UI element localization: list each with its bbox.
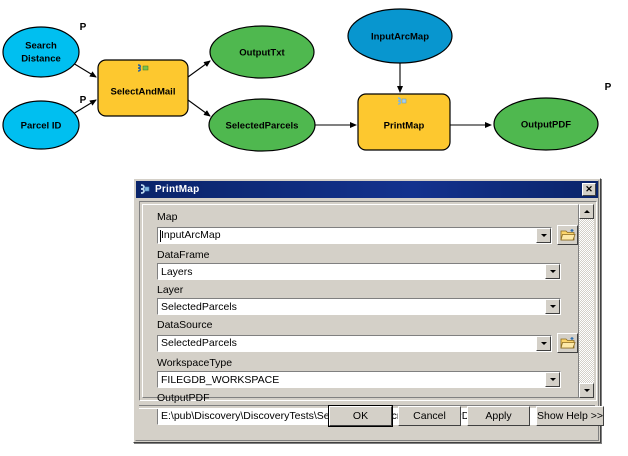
model-node-output-pdf[interactable]: OutputPDF P (493, 82, 612, 151)
ok-button[interactable]: OK (328, 405, 393, 427)
node-label-search-distance-line2: Distance (21, 54, 61, 65)
model-node-select-and-mail[interactable]: SelectAndMail (97, 59, 189, 117)
connector-selectandmail-to-outputtxt (187, 60, 211, 78)
field-controls-datasource: SelectedParcels (157, 333, 578, 353)
datasource-input[interactable]: SelectedParcels (157, 334, 552, 352)
model-node-output-txt[interactable]: OutputTxt (209, 25, 315, 79)
dialog-inner-frame: PrintMap ✕ Map InputArcMap (135, 180, 604, 441)
field-row-map: Map InputArcMap (157, 211, 578, 245)
node-label-output-pdf: OutputPDF (521, 120, 571, 131)
layer-dropdown-button[interactable] (545, 299, 560, 314)
connector-selectandmail-to-selectedparcels (187, 99, 211, 117)
close-icon[interactable]: ✕ (582, 183, 596, 196)
model-diagram-canvas[interactable]: Search Distance P Parcel ID P SelectAndM… (0, 0, 628, 178)
node-label-parcel-id: Parcel ID (21, 121, 62, 132)
script-tool-icon (397, 97, 407, 105)
field-controls-workspacetype: FILEGDB_WORKSPACE (157, 371, 578, 388)
script-tool-icon (138, 183, 151, 196)
parameter-marker-output-pdf: P (605, 82, 612, 93)
datasource-dropdown-button[interactable] (536, 335, 551, 351)
field-row-dataframe: DataFrame Layers (157, 249, 578, 280)
field-row-datasource: DataSource SelectedParcels (157, 319, 578, 353)
datasource-browse-button[interactable] (557, 333, 578, 353)
cancel-button[interactable]: Cancel (398, 406, 461, 426)
field-label-datasource: DataSource (157, 319, 213, 331)
dialog-scroll-pane: Map InputArcMap (139, 201, 597, 426)
field-row-workspacetype: WorkspaceType FILEGDB_WORKSPACE (157, 357, 578, 388)
field-label-workspacetype: WorkspaceType (157, 357, 233, 369)
dialog-title: PrintMap (155, 184, 200, 195)
dialog-button-bar: OK Cancel Apply Show Help >> (136, 401, 604, 437)
field-label-layer: Layer (157, 284, 184, 296)
layer-input[interactable]: SelectedParcels (157, 298, 561, 315)
script-tool-icon (137, 64, 149, 72)
workspacetype-input[interactable]: FILEGDB_WORKSPACE (157, 371, 561, 388)
field-controls-dataframe: Layers (157, 263, 578, 280)
printmap-dialog[interactable]: PrintMap ✕ Map InputArcMap (133, 178, 604, 443)
field-controls-map: InputArcMap (157, 225, 578, 245)
dialog-form: Map InputArcMap (142, 204, 579, 426)
node-label-output-txt: OutputTxt (239, 48, 285, 59)
field-label-map: Map (157, 211, 178, 223)
show-help-button[interactable]: Show Help >> (536, 406, 604, 426)
dialog-vertical-scrollbar[interactable] (579, 204, 594, 398)
map-browse-button[interactable] (557, 225, 578, 245)
node-label-select-and-mail: SelectAndMail (111, 87, 176, 98)
field-row-layer: Layer SelectedParcels (157, 284, 578, 315)
field-controls-layer: SelectedParcels (157, 298, 578, 315)
model-node-input-arcmap[interactable]: InputArcMap (347, 8, 453, 64)
parameter-marker-search-distance: P (80, 22, 87, 33)
model-node-parcel-id[interactable]: Parcel ID P (2, 95, 87, 150)
apply-button[interactable]: Apply (467, 406, 530, 426)
dataframe-input[interactable]: Layers (157, 263, 561, 280)
node-label-input-arcmap: InputArcMap (371, 32, 429, 43)
dialog-titlebar[interactable]: PrintMap ✕ (136, 181, 598, 198)
model-node-print-map[interactable]: PrintMap (357, 93, 451, 151)
node-label-print-map: PrintMap (384, 121, 425, 132)
field-label-dataframe: DataFrame (157, 249, 210, 261)
parameter-marker-parcel-id: P (80, 95, 87, 106)
field-label-outputpdf: OutputPDF (157, 392, 210, 404)
dataframe-dropdown-button[interactable] (545, 264, 560, 279)
scroll-down-icon[interactable] (579, 383, 594, 398)
node-label-search-distance-line1: Search (25, 41, 57, 52)
map-dropdown-button[interactable] (536, 227, 551, 243)
model-node-selected-parcels[interactable]: SelectedParcels (208, 98, 316, 152)
map-input[interactable]: InputArcMap (157, 226, 552, 244)
model-node-search-distance[interactable]: Search Distance P (2, 22, 87, 78)
workspacetype-dropdown-button[interactable] (545, 372, 560, 387)
scroll-up-icon[interactable] (579, 204, 594, 219)
node-label-selected-parcels: SelectedParcels (226, 121, 299, 132)
